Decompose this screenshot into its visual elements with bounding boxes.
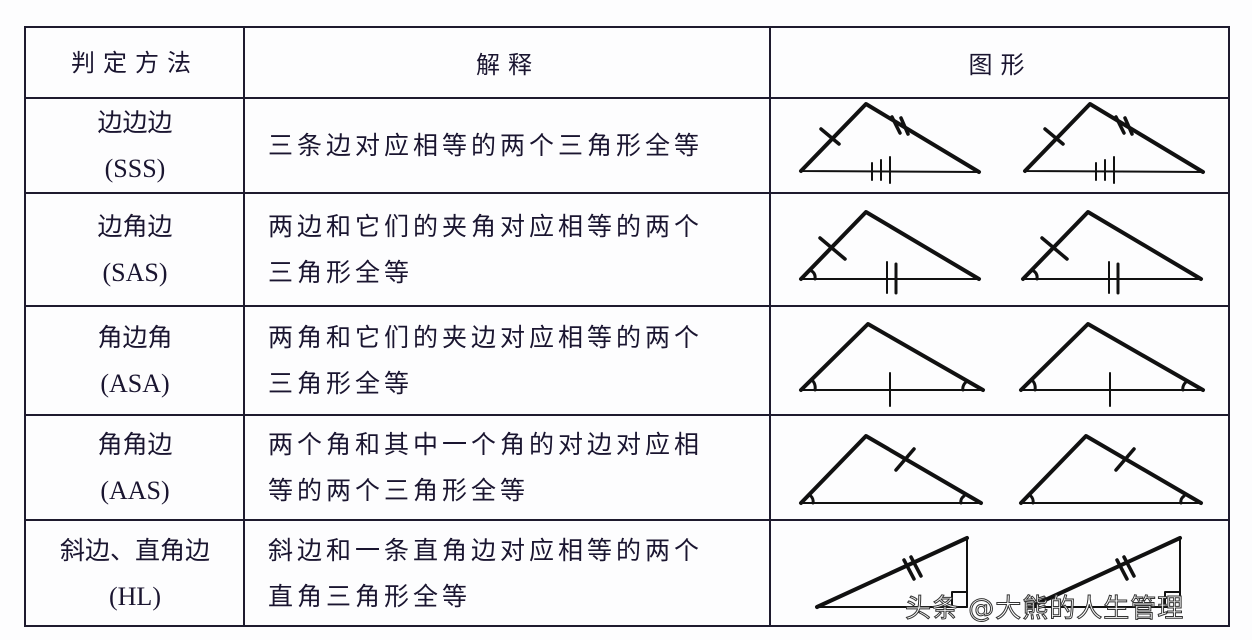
explanation-line: 等的两个三角形全等 (268, 475, 530, 505)
method-name: 角角边 (97, 429, 173, 459)
method-cell-asa: 角边角 (ASA) (26, 307, 244, 414)
explanation-line: 三角形全等 (268, 257, 414, 287)
explanation-cell-aas: 两个角和其中一个角的对边对应相 等的两个三角形全等 (246, 416, 770, 519)
row-divider (26, 305, 1228, 307)
method-abbr: (AAS) (100, 475, 170, 505)
congruence-criteria-table: 判定方法 解释 图形 边边边 (SSS) 三条边对应相等的两个三角形全等 边角边… (24, 26, 1230, 627)
explanation-line: 斜边和一条直角边对应相等的两个 (268, 536, 704, 565)
explanation-cell-sss: 三条边对应相等的两个三角形全等 (246, 99, 770, 192)
method-cell-hl: 斜边、直角边 (HL) (26, 521, 244, 627)
right-triangle-hl-icon (815, 536, 1182, 609)
method-name: 角边角 (97, 322, 173, 352)
header-figure: 图形 (968, 51, 1033, 79)
explanation-line: 两边和它们的夹角对应相等的两个 (268, 211, 704, 241)
explanation-line: 三角形全等 (268, 368, 414, 398)
row-divider (26, 519, 1228, 521)
method-abbr: (ASA) (100, 368, 170, 398)
triangle-asa-icon (799, 322, 1205, 408)
explanation-line: 两角和它们的夹边对应相等的两个 (268, 322, 704, 352)
column-divider (769, 28, 771, 625)
triangle-sss-icon (799, 102, 1205, 185)
method-name: 斜边、直角边 (59, 536, 210, 565)
method-abbr: (SAS) (102, 257, 168, 287)
explanation-cell-sas: 两边和它们的夹角对应相等的两个 三角形全等 (246, 194, 770, 305)
method-cell-aas: 角角边 (AAS) (26, 416, 244, 519)
explanation-cell-asa: 两角和它们的夹边对应相等的两个 三角形全等 (246, 307, 770, 414)
column-divider (243, 28, 245, 625)
explanation-line: 直角三角形全等 (268, 582, 472, 611)
method-cell-sss: 边边边 (SSS) (26, 99, 244, 192)
triangle-aas-icon (799, 434, 1203, 505)
header-explanation: 解释 (476, 51, 540, 79)
row-divider (26, 414, 1228, 416)
explanation-cell-hl: 斜边和一条直角边对应相等的两个 直角三角形全等 (246, 521, 770, 627)
watermark: 头条 @大熊的人生管理 (904, 594, 1185, 625)
method-abbr: (SSS) (104, 153, 166, 183)
method-name: 边边边 (97, 107, 173, 137)
row-divider (26, 192, 1228, 194)
explanation-line: 两个角和其中一个角的对边对应相 (268, 429, 704, 459)
method-abbr: (HL) (109, 582, 161, 611)
explanation-line: 三条边对应相等的两个三角形全等 (268, 130, 704, 160)
header-method: 判定方法 (71, 48, 199, 77)
triangle-sas-icon (799, 210, 1203, 295)
row-divider (26, 97, 1228, 99)
method-cell-sas: 边角边 (SAS) (26, 194, 244, 305)
method-name: 边角边 (97, 211, 173, 241)
